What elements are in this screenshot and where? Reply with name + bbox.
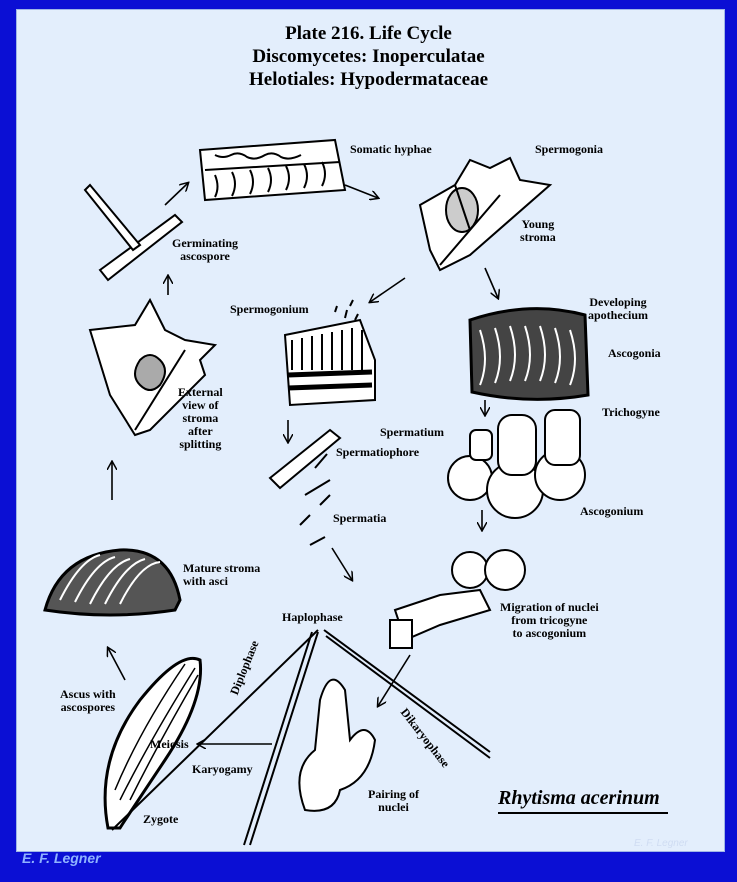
title-line-2: Discomycetes: Inoperculatae	[252, 46, 485, 67]
developing-apothecium-drawing	[468, 307, 590, 401]
title-line-1: Plate 216. Life Cycle	[285, 23, 452, 44]
mature-stroma-drawing	[43, 548, 182, 617]
label-pairing-of-nuclei: Pairing of nuclei	[368, 787, 419, 814]
ascogonium-drawing	[447, 409, 586, 519]
label-spermatium: Spermatium	[380, 425, 444, 439]
label-karyogamy: Karyogamy	[192, 762, 253, 776]
label-ascogonium: Ascogonium	[580, 504, 644, 518]
author-credit: E. F. Legner	[22, 850, 101, 866]
label-ascogonia: Ascogonia	[608, 346, 661, 360]
label-ascus-with-ascospores: Ascus with ascospores	[60, 687, 116, 714]
germinating-ascospore-drawing	[83, 183, 184, 282]
external-stroma-drawing	[88, 297, 218, 437]
title-line-3: Helotiales: Hypodermataceae	[248, 69, 488, 90]
label-spermogonium: Spermogonium	[230, 302, 309, 316]
label-spermatiophore: Spermatiophore	[336, 445, 420, 459]
pairing-drawing	[298, 678, 377, 812]
label-mature-stroma: Mature stroma with asci	[183, 561, 261, 588]
label-external-view: External view of stroma after splitting	[178, 385, 223, 451]
label-developing-apothecium: Developing apothecium	[588, 295, 648, 322]
label-young-stroma: Young stroma	[520, 217, 556, 244]
label-somatic-hyphae: Somatic hyphae	[350, 142, 432, 156]
label-zygote: Zygote	[143, 812, 179, 826]
label-germinating-ascospore: Germinating ascospore	[172, 236, 238, 263]
ascus-drawing	[103, 656, 203, 830]
cycle-arrows	[108, 183, 498, 744]
label-migration: Migration of nuclei from tricogyne to as…	[500, 600, 599, 640]
label-trichogyne: Trichogyne	[602, 405, 660, 419]
species-underline	[498, 812, 668, 814]
plate-title: Plate 216. Life Cycle Discomycetes: Inop…	[0, 22, 737, 91]
phase-lines	[111, 629, 491, 846]
label-spermatia: Spermatia	[333, 511, 387, 525]
species-name: Rhytisma acerinum	[498, 787, 660, 809]
label-haplophase: Haplophase	[282, 610, 343, 624]
label-spermogonia: Spermogonia	[535, 142, 604, 156]
spermatium-drawing	[268, 428, 342, 546]
spermogonium-drawing	[283, 299, 376, 407]
somatic-hyphae-drawing	[198, 138, 347, 202]
label-meiosis: Meiosis	[150, 737, 189, 751]
migration-drawing	[389, 549, 526, 649]
spermogonia-drawing	[418, 156, 553, 272]
watermark: E. F. Legner	[634, 838, 688, 849]
